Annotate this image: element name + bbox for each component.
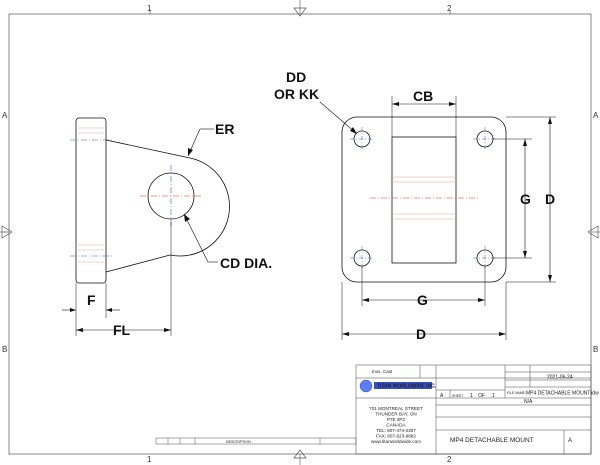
company-logo-globe — [359, 379, 373, 393]
company-address: 701 MONTREAL STREET THUNDER BAY, ON P7E … — [369, 406, 423, 444]
dim-label-cd-dia: CD DIA. — [220, 255, 272, 271]
sheet-number: 1 — [470, 393, 473, 399]
sheet-total: 1 — [492, 393, 495, 399]
center-arrow-top — [293, 7, 307, 17]
dim-label-d-horizontal: D — [416, 326, 426, 342]
zone-label-col2-top: 2 — [447, 4, 452, 13]
zone-label-rowA-left: A — [2, 111, 8, 120]
file-name-label: FILE NAME: — [507, 391, 526, 395]
sheet-size: A — [440, 393, 444, 399]
zone-label-col2-bottom: 2 — [447, 455, 452, 464]
zone-label-col1-bottom: 1 — [147, 455, 152, 464]
dim-label-or-kk: OR KK — [274, 86, 319, 102]
front-view — [319, 96, 556, 340]
dim-label-d-vertical: D — [545, 191, 555, 207]
dim-label-f: F — [87, 292, 96, 308]
side-view-plate — [75, 117, 107, 284]
address-line: FAX: 807-623-9882 — [376, 434, 416, 439]
address-line: TEL: 807-474-0307 — [376, 428, 416, 433]
center-arrow-right — [587, 225, 599, 239]
front-view-plate — [341, 116, 507, 283]
dim-label-er: ER — [215, 121, 234, 137]
center-arrow-left — [1, 225, 13, 239]
revision-strip — [155, 437, 357, 445]
drawing-title: MP4 DETACHABLE MOUNT — [450, 437, 534, 444]
dim-label-g-vertical: G — [520, 191, 531, 207]
dim-label-g-horizontal: G — [417, 292, 428, 308]
sheet-label: SHEET — [452, 394, 463, 398]
file-name: MP4 DETACHABLE MOUNT.idw — [526, 391, 599, 397]
drawing-date: 2021-06-24 — [547, 375, 573, 381]
sheet-of-label: OF — [478, 393, 485, 399]
zone-label-col1-top: 1 — [147, 4, 152, 13]
zone-label-rowB-left: B — [2, 345, 7, 354]
side-view-lug — [105, 139, 230, 273]
address-line: www.titanworldwide.com — [371, 439, 421, 444]
company-name: TITAN WORLDWIDE INC. — [377, 384, 437, 390]
address-line: CANADA — [386, 423, 406, 428]
address-line: P7E 3P2 — [387, 417, 406, 422]
address-line: THUNDER BAY, ON — [375, 412, 416, 417]
material-value: N/A — [524, 399, 533, 405]
zone-label-rowA-right: A — [593, 111, 599, 120]
front-view-lug — [391, 136, 457, 264]
title-block — [355, 364, 592, 455]
side-view — [62, 117, 230, 336]
dim-label-dd: DD — [286, 69, 306, 85]
address-line: 701 MONTREAL STREET — [369, 406, 423, 411]
prepared-by: Inos. Cast — [372, 369, 393, 374]
dim-label-fl: FL — [113, 322, 131, 338]
company-logo-banner — [374, 382, 432, 389]
revision-value: A — [568, 438, 572, 444]
revision-description-label: DESCRIPTION — [226, 440, 251, 444]
center-arrow-bottom — [293, 449, 307, 459]
dim-label-cb: CB — [413, 88, 433, 104]
zone-label-rowB-right: B — [593, 345, 598, 354]
